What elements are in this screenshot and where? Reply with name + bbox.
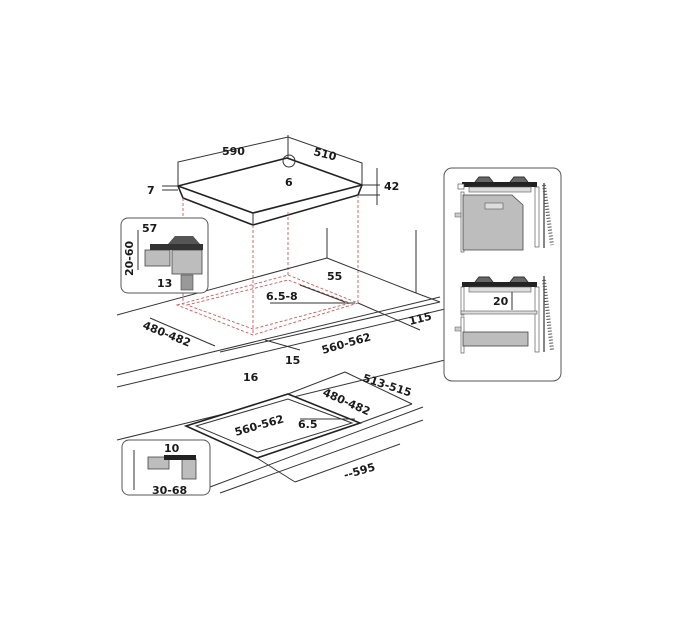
detail-top: 57 — [142, 222, 157, 235]
dim-outer-depth: 513-515 — [361, 371, 413, 399]
detail-bottom: 13 — [157, 277, 172, 290]
drawer-icon — [462, 331, 529, 347]
dim-side-clearance: 115 — [408, 310, 433, 328]
dim-corner-radius-bottom: 6.5 — [298, 418, 318, 431]
dim-corner-radius: 6.5-8 — [266, 290, 298, 303]
side-panel: 20 — [443, 167, 562, 382]
oven-icon — [462, 194, 524, 251]
detail-range: 20-60 — [123, 240, 136, 276]
flame-icon — [180, 274, 194, 291]
hob-top-face — [175, 157, 365, 214]
dim-edge-thickness: 7 — [147, 184, 155, 197]
detail-box-left: 57 20-60 13 — [120, 217, 209, 294]
gas-inlet-icon — [282, 154, 296, 168]
dim-front-clearance: 16 — [243, 371, 259, 384]
dim-back-clearance: 55 — [327, 270, 342, 283]
dim-cutout-width: 560-562 — [320, 330, 372, 356]
dim-outer-width: --595 — [342, 461, 376, 482]
hob-top-view: 590 510 6 7 42 — [147, 135, 399, 226]
dim-spacing: 20 — [493, 295, 509, 308]
dim-cutout-depth: 480-482 — [141, 319, 193, 350]
dim-depth: 510 — [312, 145, 338, 163]
dim-width: 590 — [222, 145, 245, 158]
dim-gas-inlet: 6 — [285, 176, 293, 189]
dim-height: 42 — [384, 180, 399, 193]
wall-hatch — [542, 184, 554, 246]
detail-bottom-top: 10 — [164, 442, 180, 455]
detail-box-bottom: 10 30-68 — [121, 439, 211, 497]
dim-front-gap: 15 — [285, 354, 300, 367]
detail-thickness-range: 30-68 — [152, 484, 187, 497]
